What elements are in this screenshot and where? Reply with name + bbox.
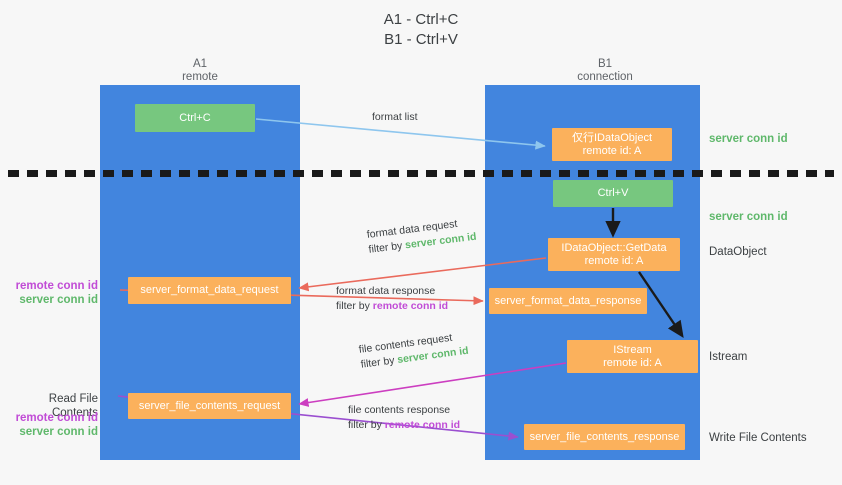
column-header-b1-sub: connection bbox=[577, 71, 633, 83]
box-ctrl-c-line1: Ctrl+C bbox=[179, 111, 211, 124]
title-line-1: A1 - Ctrl+C bbox=[383, 11, 459, 28]
column-header-a1-name: A1 bbox=[192, 58, 208, 70]
arrow-format-list bbox=[255, 118, 546, 150]
filter-id-remote-conn-id: remote conn id bbox=[384, 419, 461, 431]
box-server-format-data-request-label: server_format_data_request bbox=[140, 284, 279, 296]
box-server-file-contents-request[interactable]: server_file_contents_request bbox=[128, 393, 291, 419]
box-istream-line2: remote id: A bbox=[603, 356, 662, 369]
box-idataobject-getdata[interactable]: IDataObject::GetData remote id: A bbox=[548, 238, 680, 271]
box-istream-line1: IStream bbox=[613, 343, 652, 356]
label-remote-conn-id-1: remote conn id bbox=[15, 280, 98, 292]
arrow-format-data-request bbox=[298, 257, 547, 292]
column-header-a1-sub: remote bbox=[182, 71, 218, 83]
column-header-b1: B1 connection bbox=[535, 58, 675, 84]
edge-label-format-data-response-filter: filter by remote conn id bbox=[336, 299, 448, 314]
label-conn-ids-file-contents: remote conn id server conn id bbox=[0, 411, 100, 439]
filter-prefix: filter by bbox=[360, 354, 399, 371]
label-dataobject: DataObject bbox=[709, 246, 767, 258]
edge-label-format-list: format list bbox=[372, 110, 418, 125]
box-istream[interactable]: IStream remote id: A bbox=[567, 340, 698, 373]
edge-label-format-data-response: format data response filter by remote co… bbox=[336, 284, 448, 314]
filter-prefix: filter by bbox=[367, 239, 406, 256]
edge-label-file-contents-response-main: file contents response bbox=[348, 404, 451, 416]
box-ctrl-v[interactable]: Ctrl+V bbox=[553, 180, 673, 207]
label-server-conn-id-1: server conn id bbox=[19, 294, 98, 306]
phase-separator-dashed-line bbox=[8, 170, 834, 177]
box-server-format-data-request[interactable]: server_format_data_request bbox=[128, 277, 291, 304]
filter-prefix: filter by bbox=[348, 419, 385, 431]
label-read-file-contents: Read File Contents bbox=[48, 393, 98, 419]
arrow-getdata-to-istream bbox=[638, 271, 684, 338]
box-ctrl-c[interactable]: Ctrl+C bbox=[135, 104, 255, 132]
label-istream: Istream bbox=[709, 351, 748, 363]
edge-label-file-contents-response: file contents response filter by remote … bbox=[348, 403, 460, 433]
column-header-b1-name: B1 bbox=[597, 58, 613, 70]
box-ctrl-v-line1: Ctrl+V bbox=[597, 187, 629, 199]
box-server-format-data-response-label: server_format_data_response bbox=[494, 294, 642, 307]
box-server-format-data-response[interactable]: server_format_data_response bbox=[489, 288, 647, 314]
box-server-file-contents-response-label: server_file_contents_response bbox=[529, 430, 680, 443]
box-idataobject-getdata-line1: IDataObject::GetData bbox=[561, 241, 667, 254]
box-server-file-contents-request-label: server_file_contents_request bbox=[138, 399, 281, 412]
filter-id-remote-conn-id: remote conn id bbox=[372, 300, 449, 312]
arrow-file-contents-request bbox=[298, 362, 567, 407]
title-line-2: B1 - Ctrl+V bbox=[384, 31, 458, 48]
column-header-a1: A1 remote bbox=[130, 58, 270, 84]
box-idataobject-line2: remote id: A bbox=[582, 144, 642, 157]
label-server-conn-id-2: server conn id bbox=[19, 426, 98, 438]
label-conn-ids-format-data: remote conn id server conn id bbox=[0, 279, 100, 307]
diagram-title: A1 - Ctrl+C B1 - Ctrl+V bbox=[0, 10, 842, 50]
edge-label-format-list-main: format list bbox=[372, 111, 418, 123]
box-idataobject[interactable]: 仅行IDataObject remote id: A bbox=[552, 128, 672, 161]
label-remote-conn-id-2: remote conn id bbox=[15, 412, 98, 424]
filter-prefix: filter by bbox=[336, 300, 373, 312]
edge-label-format-data-response-main: format data response bbox=[336, 285, 436, 297]
label-write-file-contents: Write File Contents bbox=[709, 432, 807, 444]
box-idataobject-line1: 仅行IDataObject bbox=[571, 131, 653, 144]
box-idataobject-getdata-line2: remote id: A bbox=[584, 254, 644, 267]
label-server-conn-id-top: server conn id bbox=[709, 133, 788, 145]
label-server-conn-id-second: server conn id bbox=[709, 211, 788, 223]
box-server-file-contents-response[interactable]: server_file_contents_response bbox=[524, 424, 685, 450]
edge-label-file-contents-response-filter: filter by remote conn id bbox=[348, 418, 460, 433]
